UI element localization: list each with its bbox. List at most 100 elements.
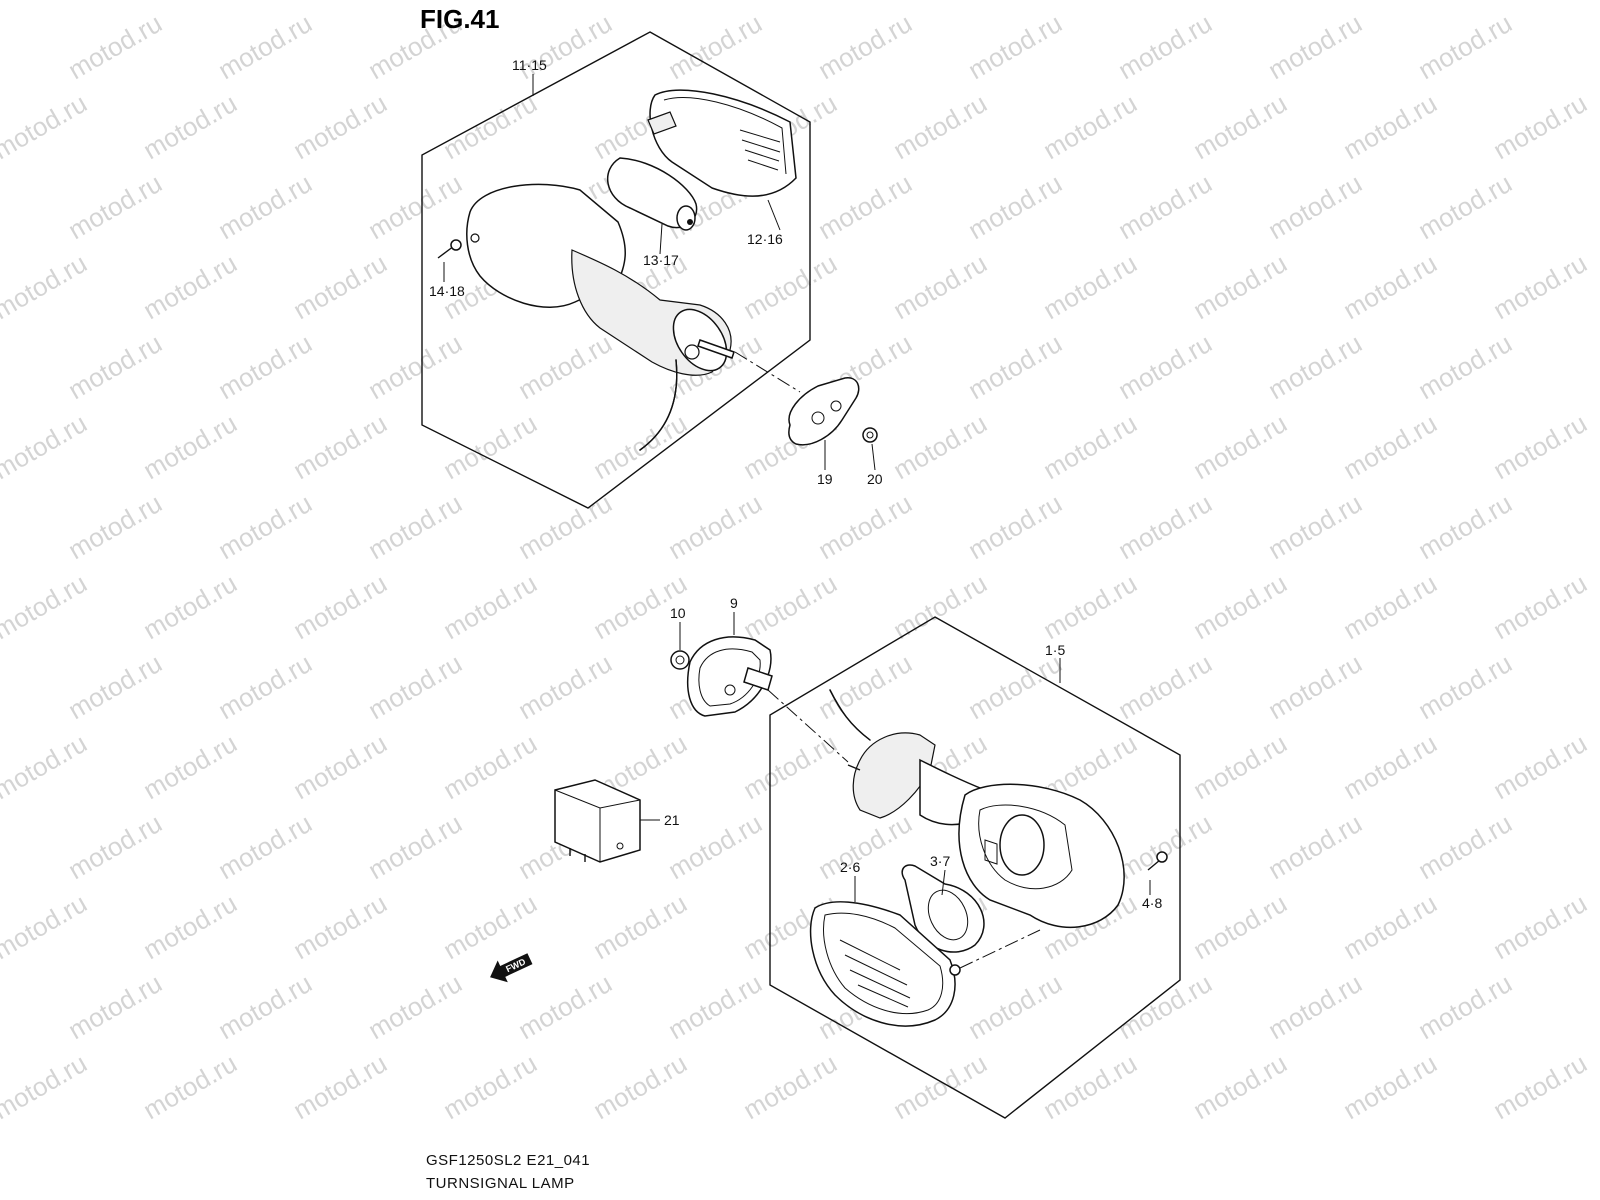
front-lamp-body[interactable]	[829, 689, 1125, 928]
figure-title: FIG.41	[420, 4, 499, 34]
watermark-text: motod.ru	[963, 8, 1067, 85]
watermark-text: motod.ru	[63, 328, 167, 405]
watermark-text: motod.ru	[213, 808, 317, 885]
watermark-text: motod.ru	[813, 648, 917, 725]
watermark-text: motod.ru	[1263, 168, 1367, 245]
watermark-text: motod.ru	[438, 408, 542, 485]
watermark-text: motod.ru	[888, 1048, 992, 1125]
turnsignal-relay[interactable]	[554, 779, 641, 863]
watermark-text: motod.ru	[288, 408, 392, 485]
watermark-text: motod.ru	[588, 408, 692, 485]
watermark-text: motod.ru	[1113, 8, 1217, 85]
watermark-text: motod.ru	[963, 168, 1067, 245]
callout-front-lens: 2·6	[840, 859, 860, 875]
callout-front-screw: 4·8	[1142, 895, 1162, 911]
front-lens[interactable]	[809, 901, 961, 1027]
watermark-text: motod.ru	[1038, 408, 1142, 485]
watermark-text: motod.ru	[138, 888, 242, 965]
watermark-text: motod.ru	[63, 648, 167, 725]
watermark-text: motod.ru	[1413, 968, 1517, 1045]
watermark-text: motod.ru	[138, 1048, 242, 1125]
watermark-text: motod.ru	[213, 968, 317, 1045]
watermark-text: motod.ru	[813, 8, 917, 85]
watermark-text: motod.ru	[1488, 728, 1592, 805]
watermark-text: motod.ru	[588, 888, 692, 965]
rear-bulb[interactable]	[606, 157, 698, 231]
watermark-text: motod.ru	[1413, 808, 1517, 885]
watermark-text: motod.ru	[1188, 728, 1292, 805]
watermark-text: motod.ru	[0, 568, 92, 645]
watermark-text: motod.ru	[1413, 8, 1517, 85]
watermark-text: motod.ru	[588, 1048, 692, 1125]
rear-nut[interactable]	[862, 427, 878, 443]
watermark-text: motod.ru	[363, 488, 467, 565]
watermark-text: motod.ru	[438, 728, 542, 805]
watermark-text: motod.ru	[1338, 88, 1442, 165]
watermark-text: motod.ru	[63, 168, 167, 245]
watermark-text: motod.ru	[1413, 488, 1517, 565]
callout-rear-lamp-assy: 11·15	[512, 57, 547, 73]
watermark-text: motod.ru	[288, 1048, 392, 1125]
watermark-text: motod.ru	[213, 328, 317, 405]
watermark-text: motod.ru	[288, 888, 392, 965]
callout-front-bulb: 3·7	[930, 853, 950, 869]
watermark-text: motod.ru	[1338, 248, 1442, 325]
front-cushion[interactable]	[686, 636, 773, 717]
watermark-text: motod.ru	[1113, 328, 1217, 405]
watermark-text: motod.ru	[1188, 888, 1292, 965]
watermark-text: motod.ru	[1488, 568, 1592, 645]
watermark-text: motod.ru	[813, 808, 917, 885]
watermark-text: motod.ru	[0, 888, 92, 965]
watermark-text: motod.ru	[438, 888, 542, 965]
rear-lens[interactable]	[647, 89, 797, 197]
watermark-text: motod.ru	[888, 408, 992, 485]
rear-screw[interactable]	[437, 239, 462, 259]
watermark-text: motod.ru	[63, 488, 167, 565]
watermark-text: motod.ru	[1188, 88, 1292, 165]
watermark-text: motod.ru	[513, 8, 617, 85]
watermark-text: motod.ru	[888, 568, 992, 645]
watermark-text: motod.ru	[288, 568, 392, 645]
watermark-text: motod.ru	[1188, 408, 1292, 485]
watermark-text: motod.ru	[363, 808, 467, 885]
watermark-text: motod.ru	[1413, 328, 1517, 405]
watermark-text: motod.ru	[138, 88, 242, 165]
watermark-text: motod.ru	[1113, 168, 1217, 245]
watermark-text: motod.ru	[63, 808, 167, 885]
watermark-text: motod.ru	[738, 248, 842, 325]
callout-relay: 21	[664, 812, 680, 828]
watermark-text: motod.ru	[738, 1048, 842, 1125]
watermark-text: motod.ru	[888, 248, 992, 325]
watermark-text: motod.ru	[1263, 488, 1367, 565]
watermark-text: motod.ru	[138, 568, 242, 645]
rear-lamp-body[interactable]	[466, 183, 738, 451]
watermark-text: motod.ru	[1413, 648, 1517, 725]
watermark-text: motod.ru	[0, 408, 92, 485]
front-assembly-box	[769, 616, 1181, 1119]
watermark-text: motod.ru	[0, 248, 92, 325]
forward-direction-arrow: FWD	[490, 953, 533, 983]
callout-rear-nut: 20	[867, 471, 883, 487]
front-nut[interactable]	[670, 650, 690, 670]
watermark-text: motod.ru	[1338, 408, 1442, 485]
watermark-text: motod.ru	[1413, 168, 1517, 245]
watermark-text: motod.ru	[738, 568, 842, 645]
watermark-text: motod.ru	[438, 1048, 542, 1125]
front-screw[interactable]	[1147, 851, 1168, 871]
watermark-text: motod.ru	[288, 728, 392, 805]
front-turnsignal-group: FWD 10 9 1·5 21 2·6 3·7 4·8	[490, 595, 1181, 1119]
watermark-text: motod.ru	[213, 168, 317, 245]
watermark-text: motod.ru	[813, 168, 917, 245]
watermark-text: motod.ru	[1188, 1048, 1292, 1125]
watermark-text: motod.ru	[888, 88, 992, 165]
watermark-text: motod.ru	[138, 248, 242, 325]
rear-cushion[interactable]	[788, 377, 860, 446]
front-assembly-line-1	[767, 689, 849, 763]
watermark-text: motod.ru	[1488, 248, 1592, 325]
callout-front-nut: 10	[670, 605, 686, 621]
callout-front-lamp-assy: 1·5	[1045, 642, 1065, 658]
watermark-text: motod.ru	[1038, 1048, 1142, 1125]
watermark-text: motod.ru	[1038, 248, 1142, 325]
watermark-text: motod.ru	[288, 88, 392, 165]
